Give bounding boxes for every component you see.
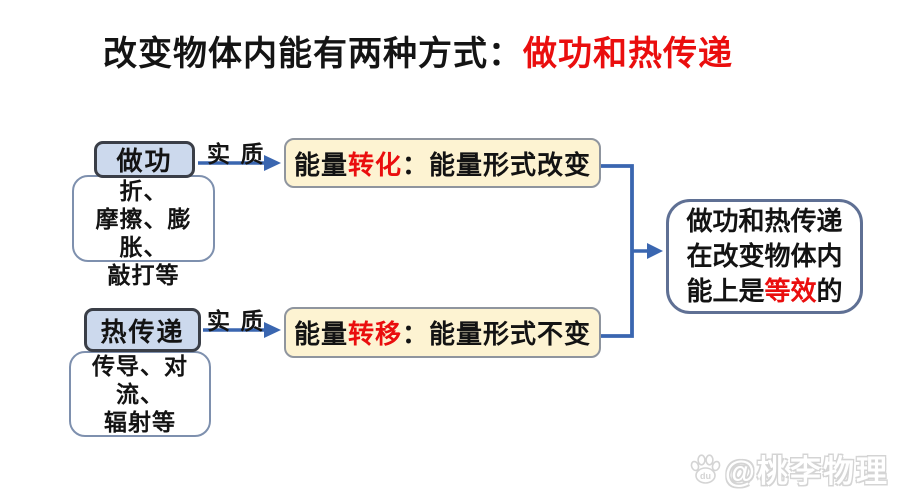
heat-essence-arrow-icon [203,322,281,338]
work-label-box: 做功 [94,141,195,178]
conclusion-box: 做功和热传递 在改变物体内 能上是等效的 [666,199,863,314]
work-arrow-label: 实 质 [207,141,266,167]
heat-label-box: 热传递 [84,308,201,352]
heat-label: 热传递 [100,316,185,347]
transfer-suffix: ：能量形式不变 [402,319,592,349]
work-example-line: 摩擦、膨胀、 [95,205,192,260]
title-red-text: 做功和热传递 [523,35,733,73]
watermark-handle: @桃李物理 [724,454,889,489]
work-essence-arrow-icon [198,155,281,171]
conclusion-line1: 做功和热传递 [686,206,843,236]
energy-conversion-box: 能量转化：能量形式改变 [284,138,601,188]
heat-example-line: 传导、对流、 [92,353,188,407]
conclusion-line2: 在改变物体内 [686,241,843,271]
work-label: 做功 [116,146,173,176]
title-black-text: 改变物体内能有两种方式： [103,35,523,73]
work-example-line: 敲打等 [107,261,180,288]
heat-arrow-label: 实 质 [207,308,266,334]
heat-examples-box: 传导、对流、 辐射等 [69,351,211,437]
conclusion-keyword: 等效 [764,276,817,306]
work-examples-box: 压缩、弯折、 摩擦、膨胀、 敲打等 [72,150,215,288]
conversion-prefix: 能量 [293,149,348,180]
baidu-paw-icon: du [690,453,721,484]
watermark: du @桃李物理 [688,446,889,491]
energy-transfer-box: 能量转移：能量形式不变 [284,307,601,358]
conclusion-arrow-icon [632,243,663,259]
merge-bracket-line [600,164,634,338]
transfer-prefix: 能量 [293,319,348,349]
page-title: 改变物体内能有两种方式：做功和热传递 [103,26,733,75]
paw-du-text: du [700,471,711,481]
heat-example-line: 辐射等 [104,409,176,435]
conversion-suffix: ：能量形式改变 [402,149,592,180]
conclusion-line3: 能上是等效的 [686,276,843,306]
transfer-keyword: 转移 [347,319,402,349]
conversion-keyword: 转化 [347,149,402,180]
